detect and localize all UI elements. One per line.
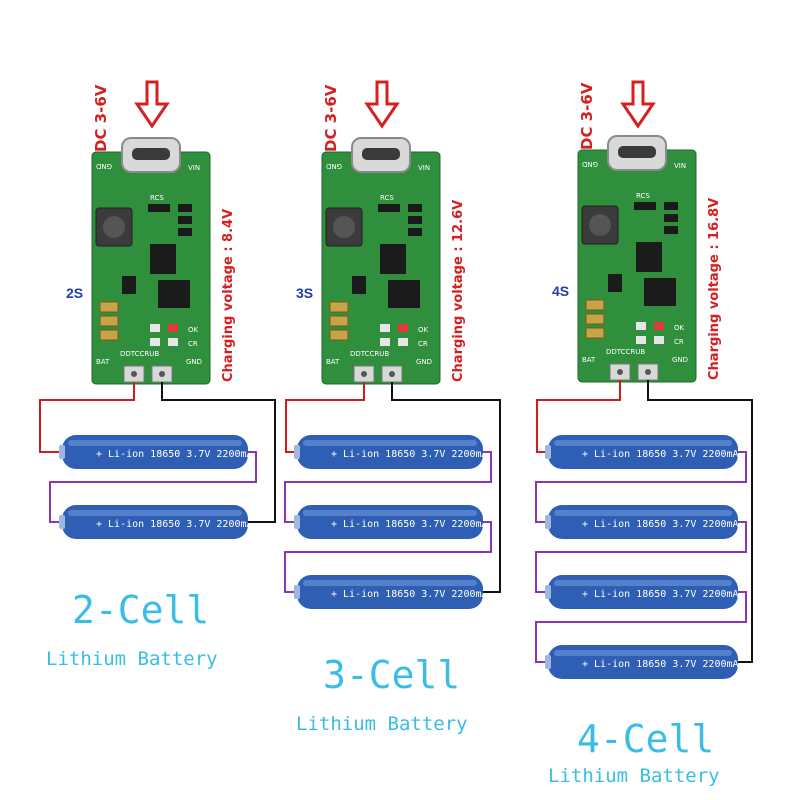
module-2s-subtitle: Lithium Battery <box>46 648 218 670</box>
module-4s-cell-2-label: + Li-ion 18650 3.7V 2200mAh - <box>582 519 757 530</box>
module-2s-gnd-bottom: GND <box>186 358 202 366</box>
module-3s-rcs: RCS <box>380 194 394 202</box>
module-4s-ic-2 <box>644 278 676 306</box>
module-3s-cell-2: + Li-ion 18650 3.7V 2200mAh - <box>294 505 506 539</box>
module-2s-rcs: RCS <box>150 194 164 202</box>
module-2s-negative-wire <box>161 382 276 523</box>
module-4s-input-label: DC 3-6V <box>578 82 596 150</box>
module-2s-title: 2-Cell <box>72 588 210 632</box>
module-3s-gnd-bottom: GND <box>416 358 432 366</box>
module-3s: DC 3-6V GND VIN RCS OK CR BAT DDTCCRUB GND Chargi… <box>284 80 506 609</box>
module-4s-cell-4: + Li-ion 18650 3.7V 2200mAh - <box>545 645 757 679</box>
down-arrow-icon <box>134 80 170 129</box>
module-2s-positive-wire <box>39 382 135 453</box>
down-arrow-icon <box>364 80 400 129</box>
module-4s-cell-4-label: + Li-ion 18650 3.7V 2200mAh - <box>582 659 757 670</box>
module-4s-led-ok <box>636 322 646 330</box>
module-4s-cell-1: + Li-ion 18650 3.7V 2200mAh - <box>545 435 757 469</box>
usb-c-port-icon <box>121 137 181 173</box>
module-4s-gnd-bottom: GND <box>672 356 688 364</box>
module-4s-charging-label: Charging voltage : 16.8V <box>707 198 722 380</box>
module-3s-series-link-2 <box>284 521 492 593</box>
module-3s-positive-wire <box>285 382 365 453</box>
module-3s-cell-3-label: + Li-ion 18650 3.7V 2200mAh - <box>331 589 506 600</box>
module-2s-cell-2-label: + Li-ion 18650 3.7V 2200mAh - <box>96 519 271 530</box>
module-4s-cell-3: + Li-ion 18650 3.7V 2200mAh - <box>545 575 757 609</box>
module-3s-negative-wire <box>391 382 501 593</box>
module-3s-ok: OK <box>418 326 429 334</box>
module-4s-title: 4-Cell <box>577 717 715 761</box>
module-4s-series-link-1 <box>535 451 747 523</box>
module-4s-negative-wire <box>647 380 753 663</box>
module-2s-cell-1-label: + Li-ion 18650 3.7V 2200mAh - <box>96 449 271 460</box>
module-3s-cell-1-label: + Li-ion 18650 3.7V 2200mAh - <box>331 449 506 460</box>
module-2s-vin: VIN <box>188 164 200 172</box>
module-4s-ok: OK <box>674 324 685 332</box>
module-3s-gnd-top: GND <box>326 162 342 170</box>
module-3s-cell-1: + Li-ion 18650 3.7V 2200mAh - <box>294 435 506 469</box>
module-3s-cr: CR <box>418 340 428 348</box>
module-2s-bat: BAT <box>96 358 110 366</box>
module-4s-positive-wire <box>536 380 621 453</box>
module-3s-input-label: DC 3-6V <box>322 84 340 152</box>
module-4s-rcs: RCS <box>636 192 650 200</box>
module-3s-cell-3: + Li-ion 18650 3.7V 2200mAh - <box>294 575 506 609</box>
module-4s-cell-2: + Li-ion 18650 3.7V 2200mAh - <box>545 505 757 539</box>
down-arrow-icon <box>620 80 656 129</box>
module-3s-ic-1 <box>380 244 406 274</box>
module-2s-cr: CR <box>188 340 198 348</box>
module-2s-cell-1: + Li-ion 18650 3.7V 2200mAh - <box>59 435 271 469</box>
module-3s-title: 3-Cell <box>323 653 461 697</box>
module-2s-ic-1 <box>150 244 176 274</box>
module-2s-ok: OK <box>188 326 199 334</box>
module-3s-series-label: 3S <box>296 285 313 301</box>
module-4s-subtitle: Lithium Battery <box>548 765 720 787</box>
module-2s-gnd-top: GND <box>96 162 112 170</box>
module-3s-led-ok <box>380 324 390 332</box>
module-3s-brand: DDTCCRUB <box>350 350 389 358</box>
usb-c-port-icon <box>351 137 411 173</box>
module-2s-charging-label: Charging voltage : 8.4V <box>221 209 236 382</box>
module-2s-led-cr <box>168 324 178 332</box>
module-3s-subtitle: Lithium Battery <box>296 713 468 735</box>
module-3s-charging-label: Charging voltage : 12.6V <box>451 200 466 382</box>
module-4s-series-link-2 <box>535 521 747 593</box>
module-3s-bat: BAT <box>326 358 340 366</box>
module-2s-led-ok <box>150 324 160 332</box>
module-2s-series-label: 2S <box>66 285 83 301</box>
module-4s-vin: VIN <box>674 162 686 170</box>
module-3s-vin: VIN <box>418 164 430 172</box>
usb-c-port-icon <box>607 135 667 171</box>
module-4s-led-cr <box>654 322 664 330</box>
module-4s: DC 3-6V GND VIN RCS OK CR BAT DDTCCRUB GND Chargi… <box>535 80 757 679</box>
module-4s-series-label: 4S <box>552 283 569 299</box>
module-4s-bat: BAT <box>582 356 596 364</box>
module-3s-cell-2-label: + Li-ion 18650 3.7V 2200mAh - <box>331 519 506 530</box>
module-2s-ic-2 <box>158 280 190 308</box>
module-4s-gnd-top: GND <box>582 160 598 168</box>
module-3s-ic-2 <box>388 280 420 308</box>
module-3s-led-cr <box>398 324 408 332</box>
module-2s: DC 3-6V GND VIN RCS OK CR BAT DDTCCRUB GND Chargi… <box>39 80 276 539</box>
module-4s-series-link-3 <box>535 591 747 663</box>
module-2s-series-link-1 <box>49 451 257 523</box>
module-4s-brand: DDTCCRUB <box>606 348 645 356</box>
module-3s-series-link-1 <box>284 451 492 523</box>
module-2s-brand: DDTCCRUB <box>120 350 159 358</box>
module-4s-cell-1-label: + Li-ion 18650 3.7V 2200mAh - <box>582 449 757 460</box>
module-4s-cr: CR <box>674 338 684 346</box>
module-2s-cell-2: + Li-ion 18650 3.7V 2200mAh - <box>59 505 271 539</box>
module-4s-cell-3-label: + Li-ion 18650 3.7V 2200mAh - <box>582 589 757 600</box>
module-4s-ic-1 <box>636 242 662 272</box>
module-2s-input-label: DC 3-6V <box>92 84 110 152</box>
